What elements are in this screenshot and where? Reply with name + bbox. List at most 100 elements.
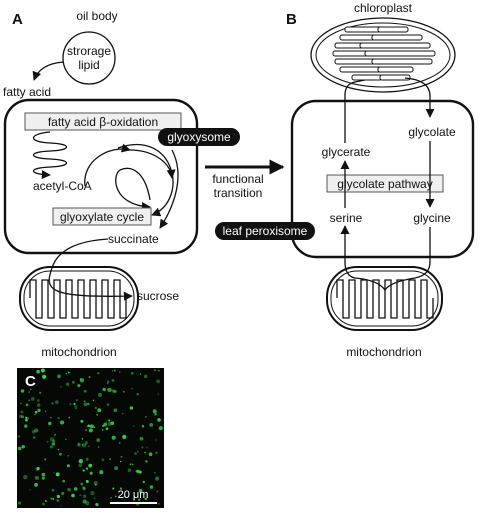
chloroplast-label: chloroplast [354, 1, 413, 15]
beta-oxidation-label: fatty acid β-oxidation [48, 115, 158, 129]
beta-oxidation-spiral [32, 131, 68, 180]
fluorescent-dot [42, 374, 47, 379]
serine-label: serine [330, 211, 363, 225]
fluorescent-dot [89, 471, 93, 475]
leaf-peroxisome-label: leaf peroxisome [223, 224, 308, 238]
fluorescent-dot [122, 412, 124, 415]
fluorescent-dot [81, 438, 84, 440]
fluorescent-dot [149, 485, 154, 489]
fluorescent-dot [155, 439, 157, 441]
fluorescent-dot [101, 458, 105, 462]
fluorescent-dot [149, 422, 154, 427]
fluorescent-dot [37, 403, 41, 407]
fluorescent-dot [139, 436, 144, 441]
fluorescent-dot [52, 498, 55, 500]
fluorescent-dot [95, 502, 99, 507]
fluorescent-dot [34, 410, 38, 414]
fluorescent-dot [141, 425, 145, 428]
fluorescent-dot [98, 392, 102, 397]
fluorescent-dot [37, 399, 40, 402]
fluorescent-dot [85, 479, 89, 484]
fluorescent-dot [144, 497, 148, 501]
fluorescent-dot [60, 505, 62, 507]
fluorescent-dot [90, 490, 95, 496]
scale-bar-label: 20 μm [118, 489, 149, 501]
chloroplast-to-glycolate-arrow [404, 77, 435, 118]
fluorescent-dot [62, 479, 66, 483]
fluorescent-dot [114, 466, 119, 471]
fluorescent-dot [46, 440, 49, 443]
fluorescent-dot [36, 466, 40, 471]
fluorescent-dot [113, 369, 116, 372]
fluorescent-dot [79, 378, 82, 380]
fluorescent-dot [129, 463, 132, 466]
fluorescent-dot [109, 458, 112, 461]
fluorescent-dot [68, 416, 71, 419]
fluorescent-dot [106, 403, 110, 406]
cycle-right-arc [159, 149, 179, 229]
fluorescent-dot [57, 448, 60, 451]
fluorescent-dot [130, 371, 134, 375]
fluorescent-dot [120, 455, 123, 458]
fluorescent-dot [106, 388, 109, 391]
fluorescent-dot [144, 374, 148, 379]
fluorescent-dot [85, 501, 90, 506]
glycerate-to-chloroplast-line [344, 79, 366, 143]
fluorescent-dot [145, 460, 148, 463]
fluorescent-dot [73, 487, 78, 491]
fluorescent-dot [112, 487, 115, 490]
fluorescent-dot [119, 460, 122, 463]
mito-to-sucrose-arrow [48, 267, 133, 301]
fluorescent-dot [65, 438, 67, 441]
fluorescent-dot [20, 389, 25, 393]
fluorescent-dot [157, 418, 161, 422]
fluorescent-dot [118, 442, 121, 444]
fluorescent-dot [52, 439, 56, 443]
fluorescent-peroxisomes [17, 368, 163, 507]
fluorescent-dot [138, 489, 143, 493]
fluorescent-dot [55, 400, 59, 404]
fluorescent-dot [49, 416, 52, 419]
fluorescent-dot [97, 372, 100, 375]
fluorescent-dot [133, 425, 135, 427]
fluorescent-dot [112, 487, 114, 490]
fluorescent-dot [29, 489, 31, 491]
fluorescent-dot [77, 442, 80, 445]
fluorescent-dot [81, 444, 84, 446]
fluorescent-dot [134, 452, 137, 455]
transition-line2: transition [214, 186, 263, 200]
fluorescent-dot [24, 424, 28, 428]
fluorescent-dot [132, 463, 134, 465]
glycine-to-serine-loop [340, 225, 431, 292]
fluorescent-dot [25, 416, 28, 419]
fluorescent-dot [44, 500, 47, 502]
fluorescent-dot [25, 403, 29, 407]
fluorescent-dot [34, 475, 39, 480]
fluorescent-dot [83, 389, 87, 393]
fluorescent-dot [111, 435, 116, 440]
fluorescent-dot [158, 369, 160, 372]
fluorescent-dot [83, 494, 87, 498]
fluorescent-dot [50, 497, 53, 500]
fluorescent-dot [82, 443, 87, 448]
mitochondrion-b-inner [330, 270, 439, 327]
oil-body-circle [62, 31, 116, 85]
cycle-inner-arc [115, 167, 151, 212]
fluorescent-dot [23, 474, 28, 480]
glycolate-pathway-box [326, 174, 444, 193]
fluorescent-dot [42, 374, 44, 376]
fluorescent-dot [17, 434, 21, 438]
fluorescent-dot [42, 502, 45, 506]
fluorescent-dot [102, 429, 104, 431]
fluorescent-dot [53, 434, 56, 437]
fluorescent-dot [60, 420, 65, 425]
fluorescent-dot [145, 415, 147, 418]
fluorescent-dot [44, 410, 47, 412]
fluorescent-dot [136, 469, 141, 474]
fluorescent-dot [65, 382, 70, 386]
fluorescent-dot [33, 436, 36, 439]
succinate-label: succinate [108, 232, 159, 246]
fluorescent-dot [34, 413, 36, 416]
